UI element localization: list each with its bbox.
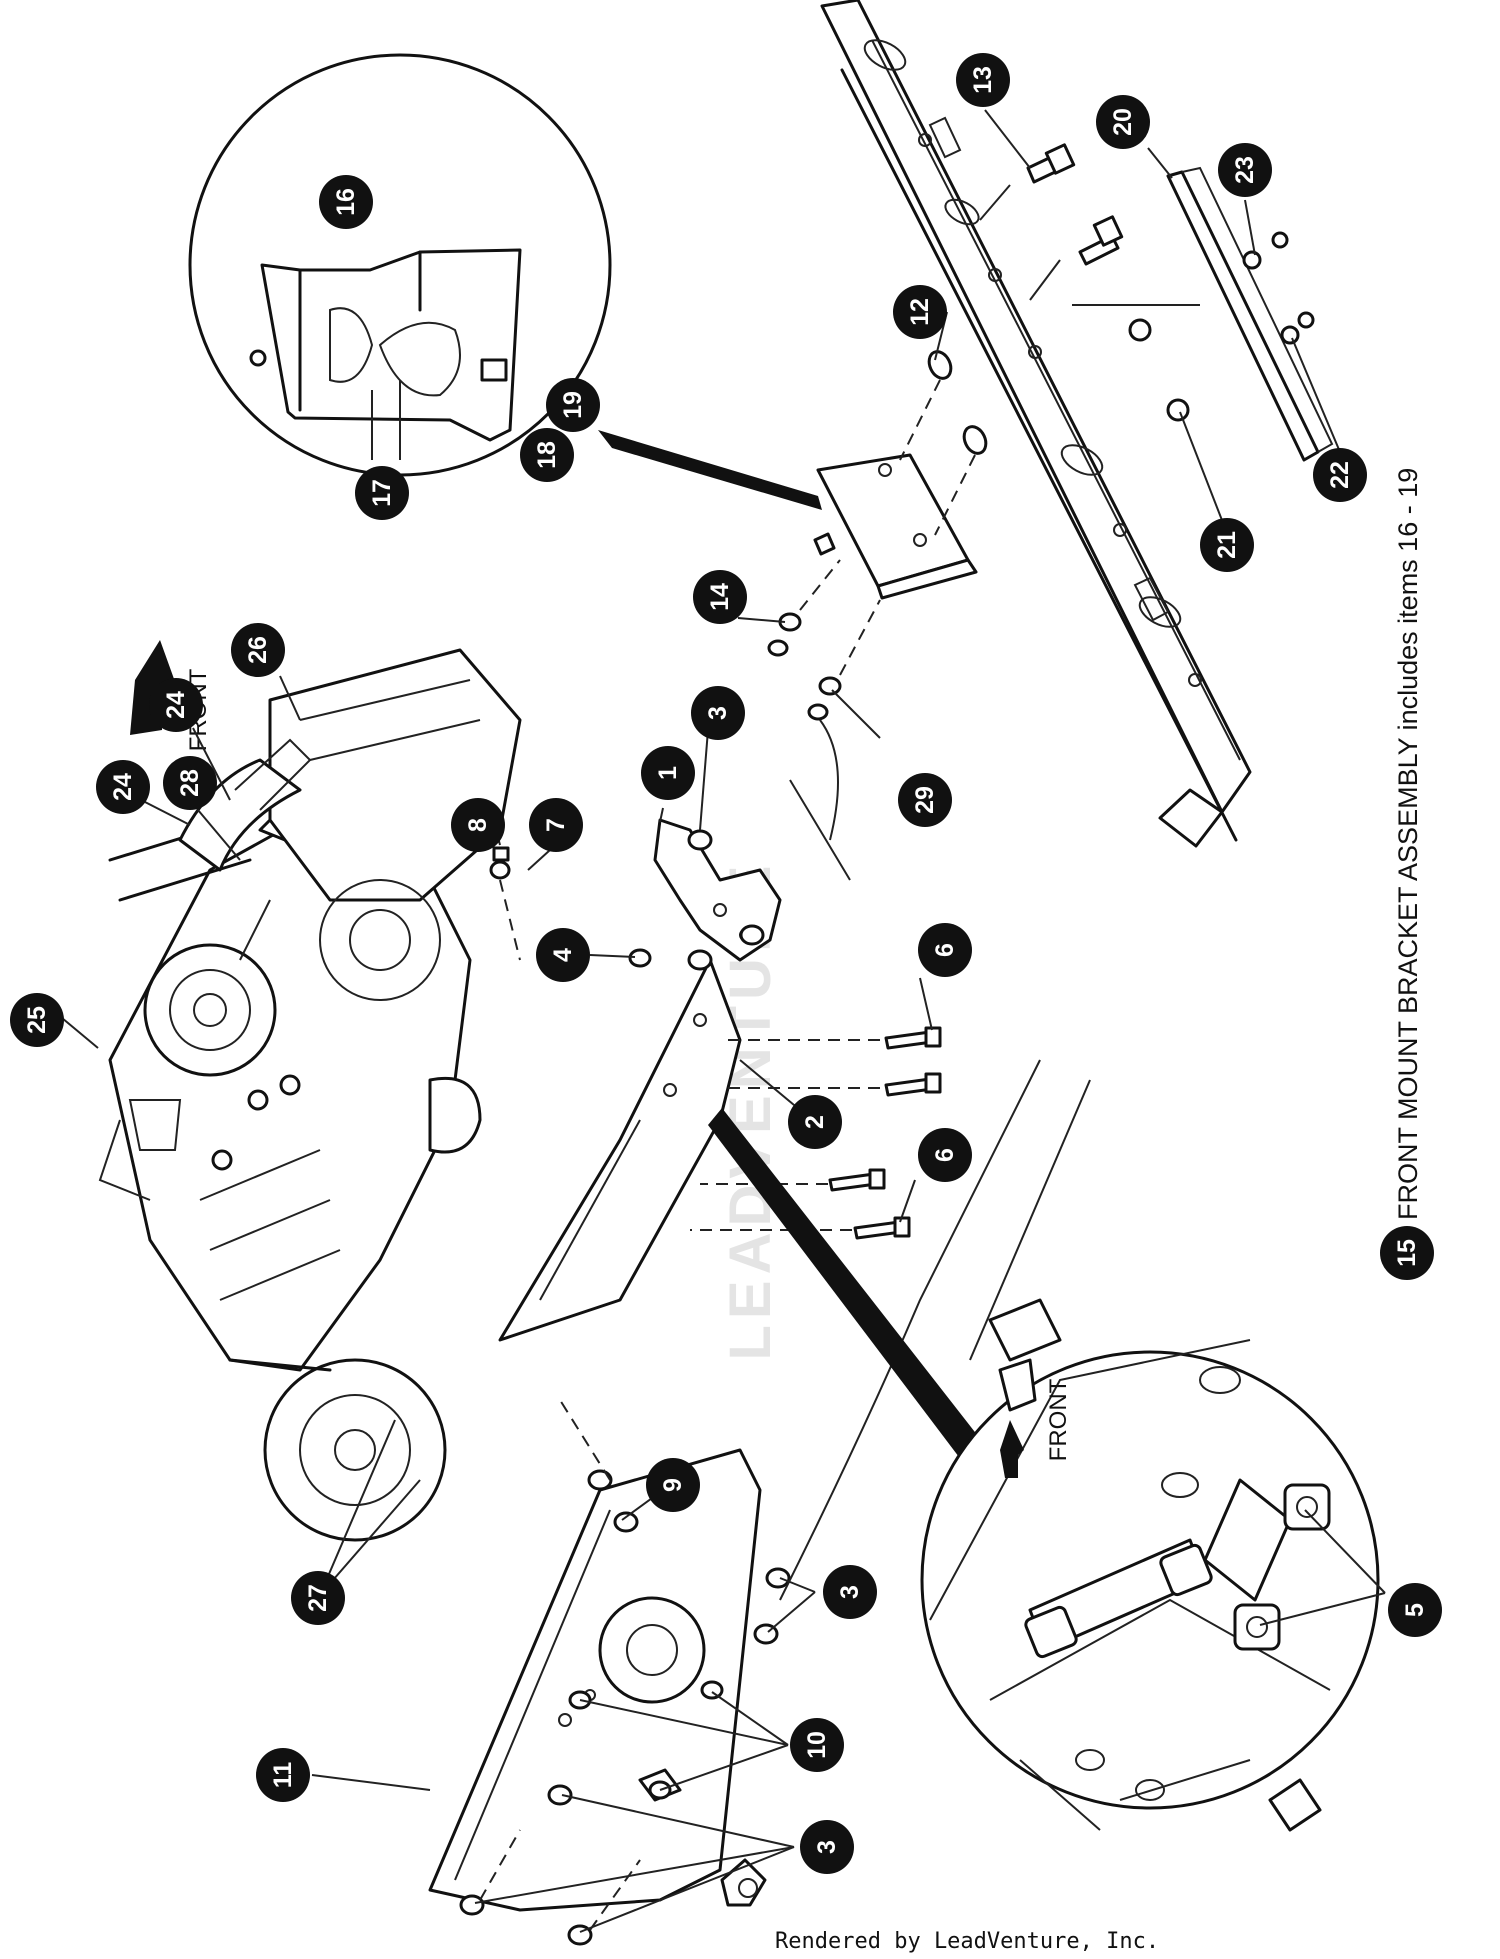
callout-13[interactable]: 13 xyxy=(956,53,1010,107)
chassis-curves xyxy=(779,719,1091,1601)
leader-lines xyxy=(61,109,1386,1933)
callout-11-label: 11 xyxy=(269,1762,297,1789)
callout-24b-label: 24 xyxy=(162,691,190,719)
bolt-13 xyxy=(979,143,1124,301)
front-bracket-plate xyxy=(813,350,988,600)
callout-3c[interactable]: 3 xyxy=(800,1820,854,1874)
callout-8[interactable]: 8 xyxy=(451,798,505,852)
mount-bracket-2 xyxy=(498,958,742,1342)
callout-17[interactable]: 17 xyxy=(355,466,409,520)
callout-12[interactable]: 12 xyxy=(893,285,947,339)
callout-21-label: 21 xyxy=(1213,531,1241,559)
side-plate-11 xyxy=(428,1448,767,1912)
callout-17-label: 17 xyxy=(368,479,396,507)
callout-11[interactable]: 11 xyxy=(256,1748,310,1802)
callout-1[interactable]: 1 xyxy=(641,746,695,800)
callout-6a[interactable]: 6 xyxy=(918,923,972,977)
callout-27[interactable]: 27 xyxy=(291,1571,345,1625)
callout-16[interactable]: 16 xyxy=(319,175,373,229)
callout-2[interactable]: 2 xyxy=(788,1095,842,1149)
callout-24a-label: 24 xyxy=(109,773,137,801)
callout-3b-label: 3 xyxy=(836,1585,864,1599)
callout-6b-label: 6 xyxy=(931,1148,959,1162)
callout-23[interactable]: 23 xyxy=(1218,143,1272,197)
callout-24a[interactable]: 24 xyxy=(96,760,150,814)
callout-10[interactable]: 10 xyxy=(790,1718,844,1772)
callout-18-label: 18 xyxy=(533,441,561,469)
callout-26-label: 26 xyxy=(244,636,272,664)
inset-front-mount-bracket xyxy=(188,53,822,510)
callout-28[interactable]: 28 xyxy=(163,756,217,810)
inset-mount-pads xyxy=(708,1108,1380,1832)
callout-19[interactable]: 19 xyxy=(546,378,600,432)
callout-14-label: 14 xyxy=(706,583,734,611)
callout-3a-label: 3 xyxy=(704,706,732,720)
callout-28-label: 28 xyxy=(176,769,204,797)
front-label-inset: FRONT xyxy=(1045,1378,1072,1461)
callout-26[interactable]: 26 xyxy=(231,623,285,677)
callout-6a-label: 6 xyxy=(931,943,959,957)
engine-assembly xyxy=(98,648,522,1542)
callout-29-label: 29 xyxy=(911,786,939,814)
callout-15-label: 15 xyxy=(1393,1239,1421,1267)
callout-23-label: 23 xyxy=(1231,156,1259,184)
callout-12-label: 12 xyxy=(906,298,934,326)
callout-27-label: 27 xyxy=(304,1584,332,1612)
callout-1-label: 1 xyxy=(654,766,682,780)
callout-7-label: 7 xyxy=(542,818,570,832)
bolts-6 xyxy=(690,1026,942,1240)
callout-9[interactable]: 9 xyxy=(646,1458,700,1512)
callout-3b[interactable]: 3 xyxy=(823,1565,877,1619)
callout-25[interactable]: 25 xyxy=(10,993,64,1047)
callout-16-label: 16 xyxy=(332,188,360,216)
strip-20 xyxy=(1072,166,1334,462)
nuts-14-29 xyxy=(767,559,881,721)
callout-6b[interactable]: 6 xyxy=(918,1128,972,1182)
callout-3a[interactable]: 3 xyxy=(691,686,745,740)
assembly-note: FRONT MOUNT BRACKET ASSEMBLY includes it… xyxy=(1393,468,1423,1220)
callout-13-label: 13 xyxy=(969,66,997,94)
front-arrow-inset: FRONT xyxy=(1000,1378,1072,1478)
callout-18[interactable]: 18 xyxy=(520,428,574,482)
callout-20-label: 20 xyxy=(1109,108,1137,136)
callout-4-label: 4 xyxy=(549,948,577,962)
callout-2-label: 2 xyxy=(801,1115,829,1129)
callout-21[interactable]: 21 xyxy=(1200,518,1254,572)
callout-25-label: 25 xyxy=(23,1006,51,1034)
callout-24b[interactable]: 24 xyxy=(149,678,203,732)
frame-rail xyxy=(820,0,1252,848)
callout-20[interactable]: 20 xyxy=(1096,95,1150,149)
callout-14[interactable]: 14 xyxy=(693,570,747,624)
callout-5-label: 5 xyxy=(1401,1603,1429,1617)
callout-22-label: 22 xyxy=(1326,461,1354,489)
credit-line: Rendered by LeadVenture, Inc. xyxy=(775,1929,1159,1954)
callout-9-label: 9 xyxy=(659,1478,687,1492)
callout-15[interactable]: 15 xyxy=(1380,1226,1434,1280)
callout-22[interactable]: 22 xyxy=(1313,448,1367,502)
callout-8-label: 8 xyxy=(464,818,492,832)
callout-3c-label: 3 xyxy=(813,1840,841,1854)
callout-19-label: 19 xyxy=(559,391,587,419)
callout-7[interactable]: 7 xyxy=(529,798,583,852)
callout-10-label: 10 xyxy=(803,1731,831,1759)
callout-4[interactable]: 4 xyxy=(536,928,590,982)
callout-5[interactable]: 5 xyxy=(1388,1583,1442,1637)
callout-29[interactable]: 29 xyxy=(898,773,952,827)
